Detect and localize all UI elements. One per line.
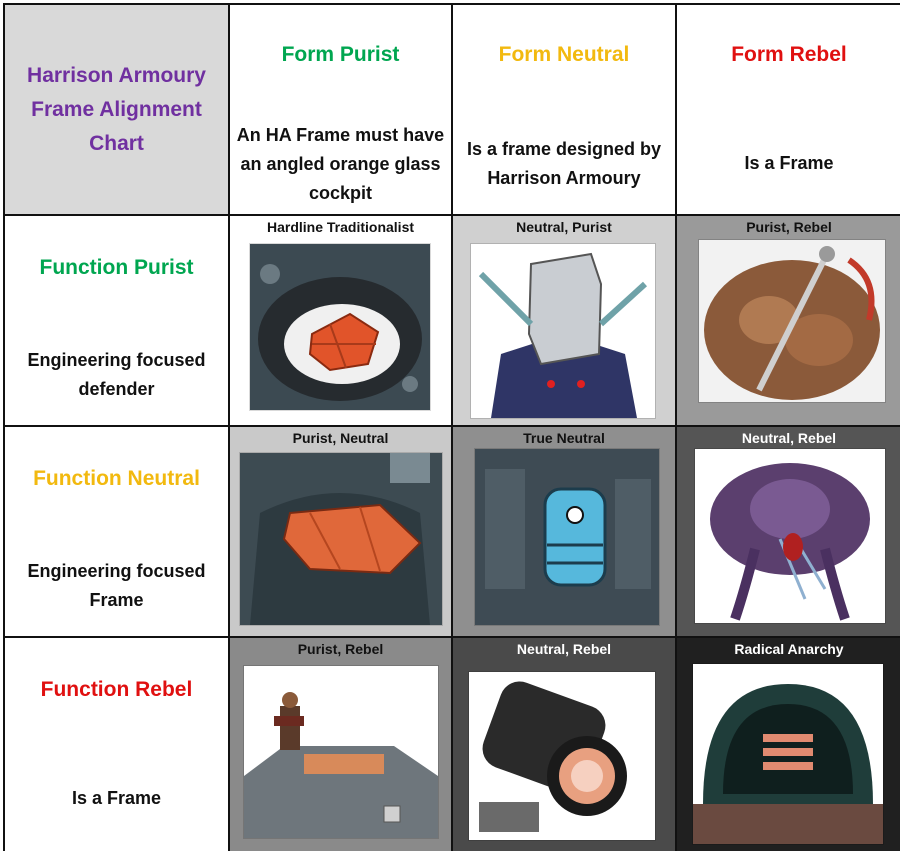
description-line: Is a Frame: [71, 788, 162, 808]
blue-mech-frame-image: [471, 244, 655, 418]
row-label: Function Neutral: [33, 467, 200, 490]
row-label: Function Rebel: [40, 678, 193, 701]
row-header-function-purist: Function Purist Engineering focused defe…: [5, 216, 230, 427]
cannon-lens-frame-image: [469, 672, 655, 840]
pilot-on-armored-frame-image: [244, 666, 438, 838]
column-label: Form Neutral: [498, 43, 630, 66]
row-header-function-neutral: Function Neutral Engineering focused Fra…: [5, 427, 230, 638]
cell-true-neutral: True Neutral: [453, 427, 677, 638]
description-line: defender: [78, 379, 155, 399]
description-line: an angled orange glass: [240, 154, 441, 174]
description-line: Engineering focused: [27, 561, 206, 581]
column-label: Form Purist: [281, 43, 400, 66]
description-line: An HA Frame must have: [236, 125, 445, 145]
purple-tentacle-frame-image: [695, 449, 885, 623]
column-header-form-rebel: Form Rebel Is a Frame: [677, 5, 900, 216]
row-description: Engineering focused defender: [5, 346, 228, 404]
column-description: Is a frame designed by Harrison Armoury: [453, 135, 675, 193]
cell-neutral-purist: Neutral, Purist: [453, 216, 677, 427]
row-header-function-rebel: Function Rebel Is a Frame: [5, 638, 230, 851]
cell-hardline-traditionalist: Hardline Traditionalist: [230, 216, 453, 427]
row-description: Is a Frame: [5, 784, 228, 813]
dark-dome-frame-image: [693, 664, 883, 844]
cell-neutral-rebel-bottom: Neutral, Rebel: [453, 638, 677, 851]
description-line: Is a Frame: [744, 153, 834, 173]
cell-label: Neutral, Rebel: [516, 641, 612, 657]
column-description: An HA Frame must have an angled orange g…: [230, 121, 451, 208]
cell-label: True Neutral: [523, 430, 605, 446]
bronze-creature-frame-image: [699, 240, 885, 402]
corner-title-cell: Harrison Armoury Frame Alignment Chart: [5, 5, 230, 216]
column-header-form-purist: Form Purist An HA Frame must have an ang…: [230, 5, 453, 216]
cell-label: Neutral, Purist: [516, 219, 612, 235]
cell-purist-rebel-top: Purist, Rebel: [677, 216, 900, 427]
cell-purist-neutral: Purist, Neutral: [230, 427, 453, 638]
description-line: Engineering focused: [27, 350, 206, 370]
column-label: Form Rebel: [731, 43, 847, 66]
orange-cockpit-frame-image: [250, 244, 430, 410]
cell-label: Radical Anarchy: [734, 641, 844, 657]
cell-label: Purist, Rebel: [746, 219, 832, 235]
chart-title-line: Chart: [89, 131, 144, 155]
cell-purist-rebel-bottom: Purist, Rebel: [230, 638, 453, 851]
row-description: Engineering focused Frame: [5, 557, 228, 615]
description-line: Harrison Armoury: [487, 168, 641, 188]
row-label: Function Purist: [39, 256, 194, 279]
chart-title-line: Harrison Armoury: [27, 63, 206, 87]
chart-title: Harrison Armoury Frame Alignment Chart: [21, 59, 212, 161]
description-line: Frame: [89, 590, 144, 610]
alignment-chart: Harrison Armoury Frame Alignment Chart F…: [3, 3, 900, 851]
cell-neutral-rebel-mid: Neutral, Rebel: [677, 427, 900, 638]
cell-label: Purist, Neutral: [292, 430, 389, 446]
description-line: Is a frame designed by: [466, 139, 662, 159]
cell-label: Hardline Traditionalist: [266, 219, 415, 235]
column-header-form-neutral: Form Neutral Is a frame designed by Harr…: [453, 5, 677, 216]
chart-title-line: Frame Alignment: [31, 97, 202, 121]
column-description: Is a Frame: [677, 149, 900, 178]
cyan-visor-mech-image: [475, 449, 659, 625]
cell-label: Neutral, Rebel: [741, 430, 837, 446]
orange-glass-cockpit-image: [240, 453, 442, 625]
description-line: cockpit: [308, 183, 373, 203]
cell-radical-anarchy: Radical Anarchy: [677, 638, 900, 851]
cell-label: Purist, Rebel: [297, 641, 384, 657]
